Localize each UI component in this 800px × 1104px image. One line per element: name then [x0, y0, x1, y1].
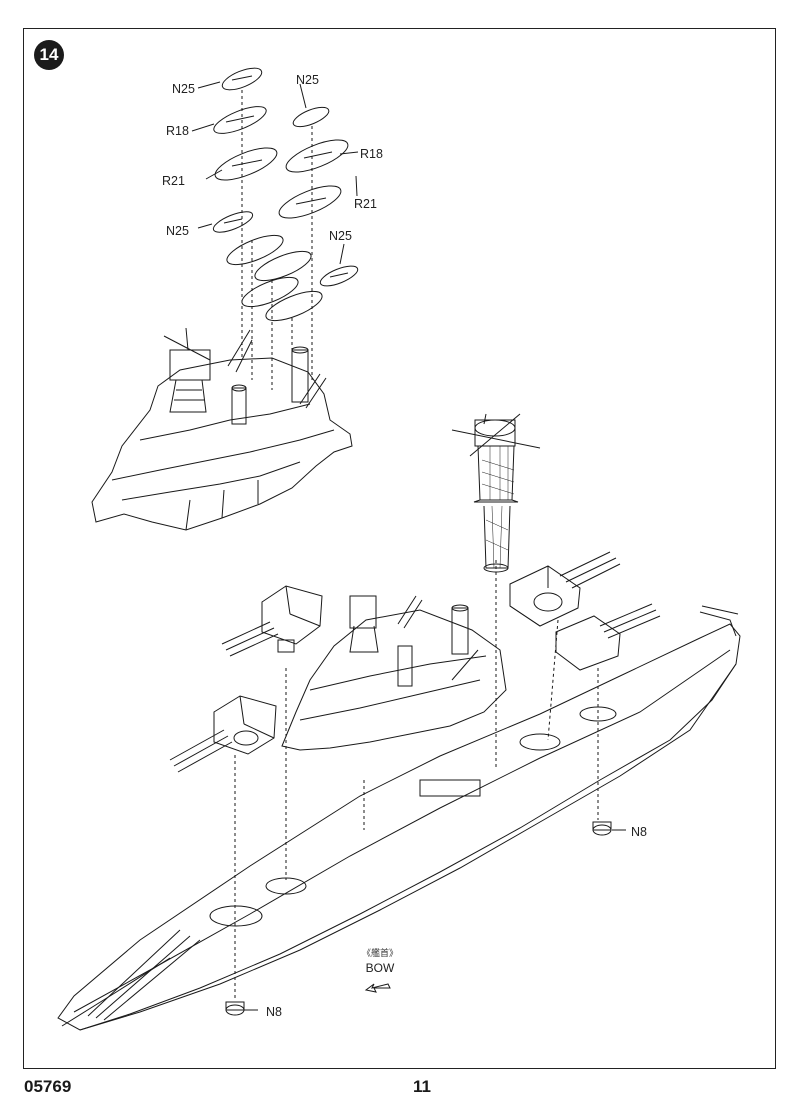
label-n25-right-mid: N25 — [329, 229, 352, 243]
label-r18-right: R18 — [360, 147, 383, 161]
superstructure-subassembly — [91, 327, 353, 531]
bow-label: BOW — [365, 961, 395, 975]
label-r21-right: R21 — [354, 197, 377, 211]
turrets — [169, 551, 661, 773]
superstructure-main — [281, 595, 507, 751]
part-n8-bottom-body — [225, 1001, 245, 1011]
product-code: 05769 — [24, 1077, 72, 1096]
lifeboat-stack — [212, 67, 359, 322]
page-frame — [23, 28, 776, 1069]
step-number-badge: 14 — [34, 40, 64, 70]
bow-arrow-icon — [364, 983, 391, 993]
label-r18-left: R18 — [166, 124, 189, 138]
bow-marker: 《艦首》 BOW — [358, 946, 402, 975]
label-n25-left-top: N25 — [172, 82, 195, 96]
battleship-hull — [57, 605, 741, 1031]
label-n8-bottom: N8 — [266, 1005, 282, 1019]
cage-mast — [451, 413, 541, 573]
label-r21-left: R21 — [162, 174, 185, 188]
bow-label-chinese: 《艦首》 — [361, 949, 398, 959]
label-n25-left-mid: N25 — [166, 224, 189, 238]
label-n8-right: N8 — [631, 825, 647, 839]
part-n8-right-body — [592, 821, 612, 831]
label-n25-right-top: N25 — [296, 73, 319, 87]
page-number: 11 — [413, 1077, 431, 1096]
